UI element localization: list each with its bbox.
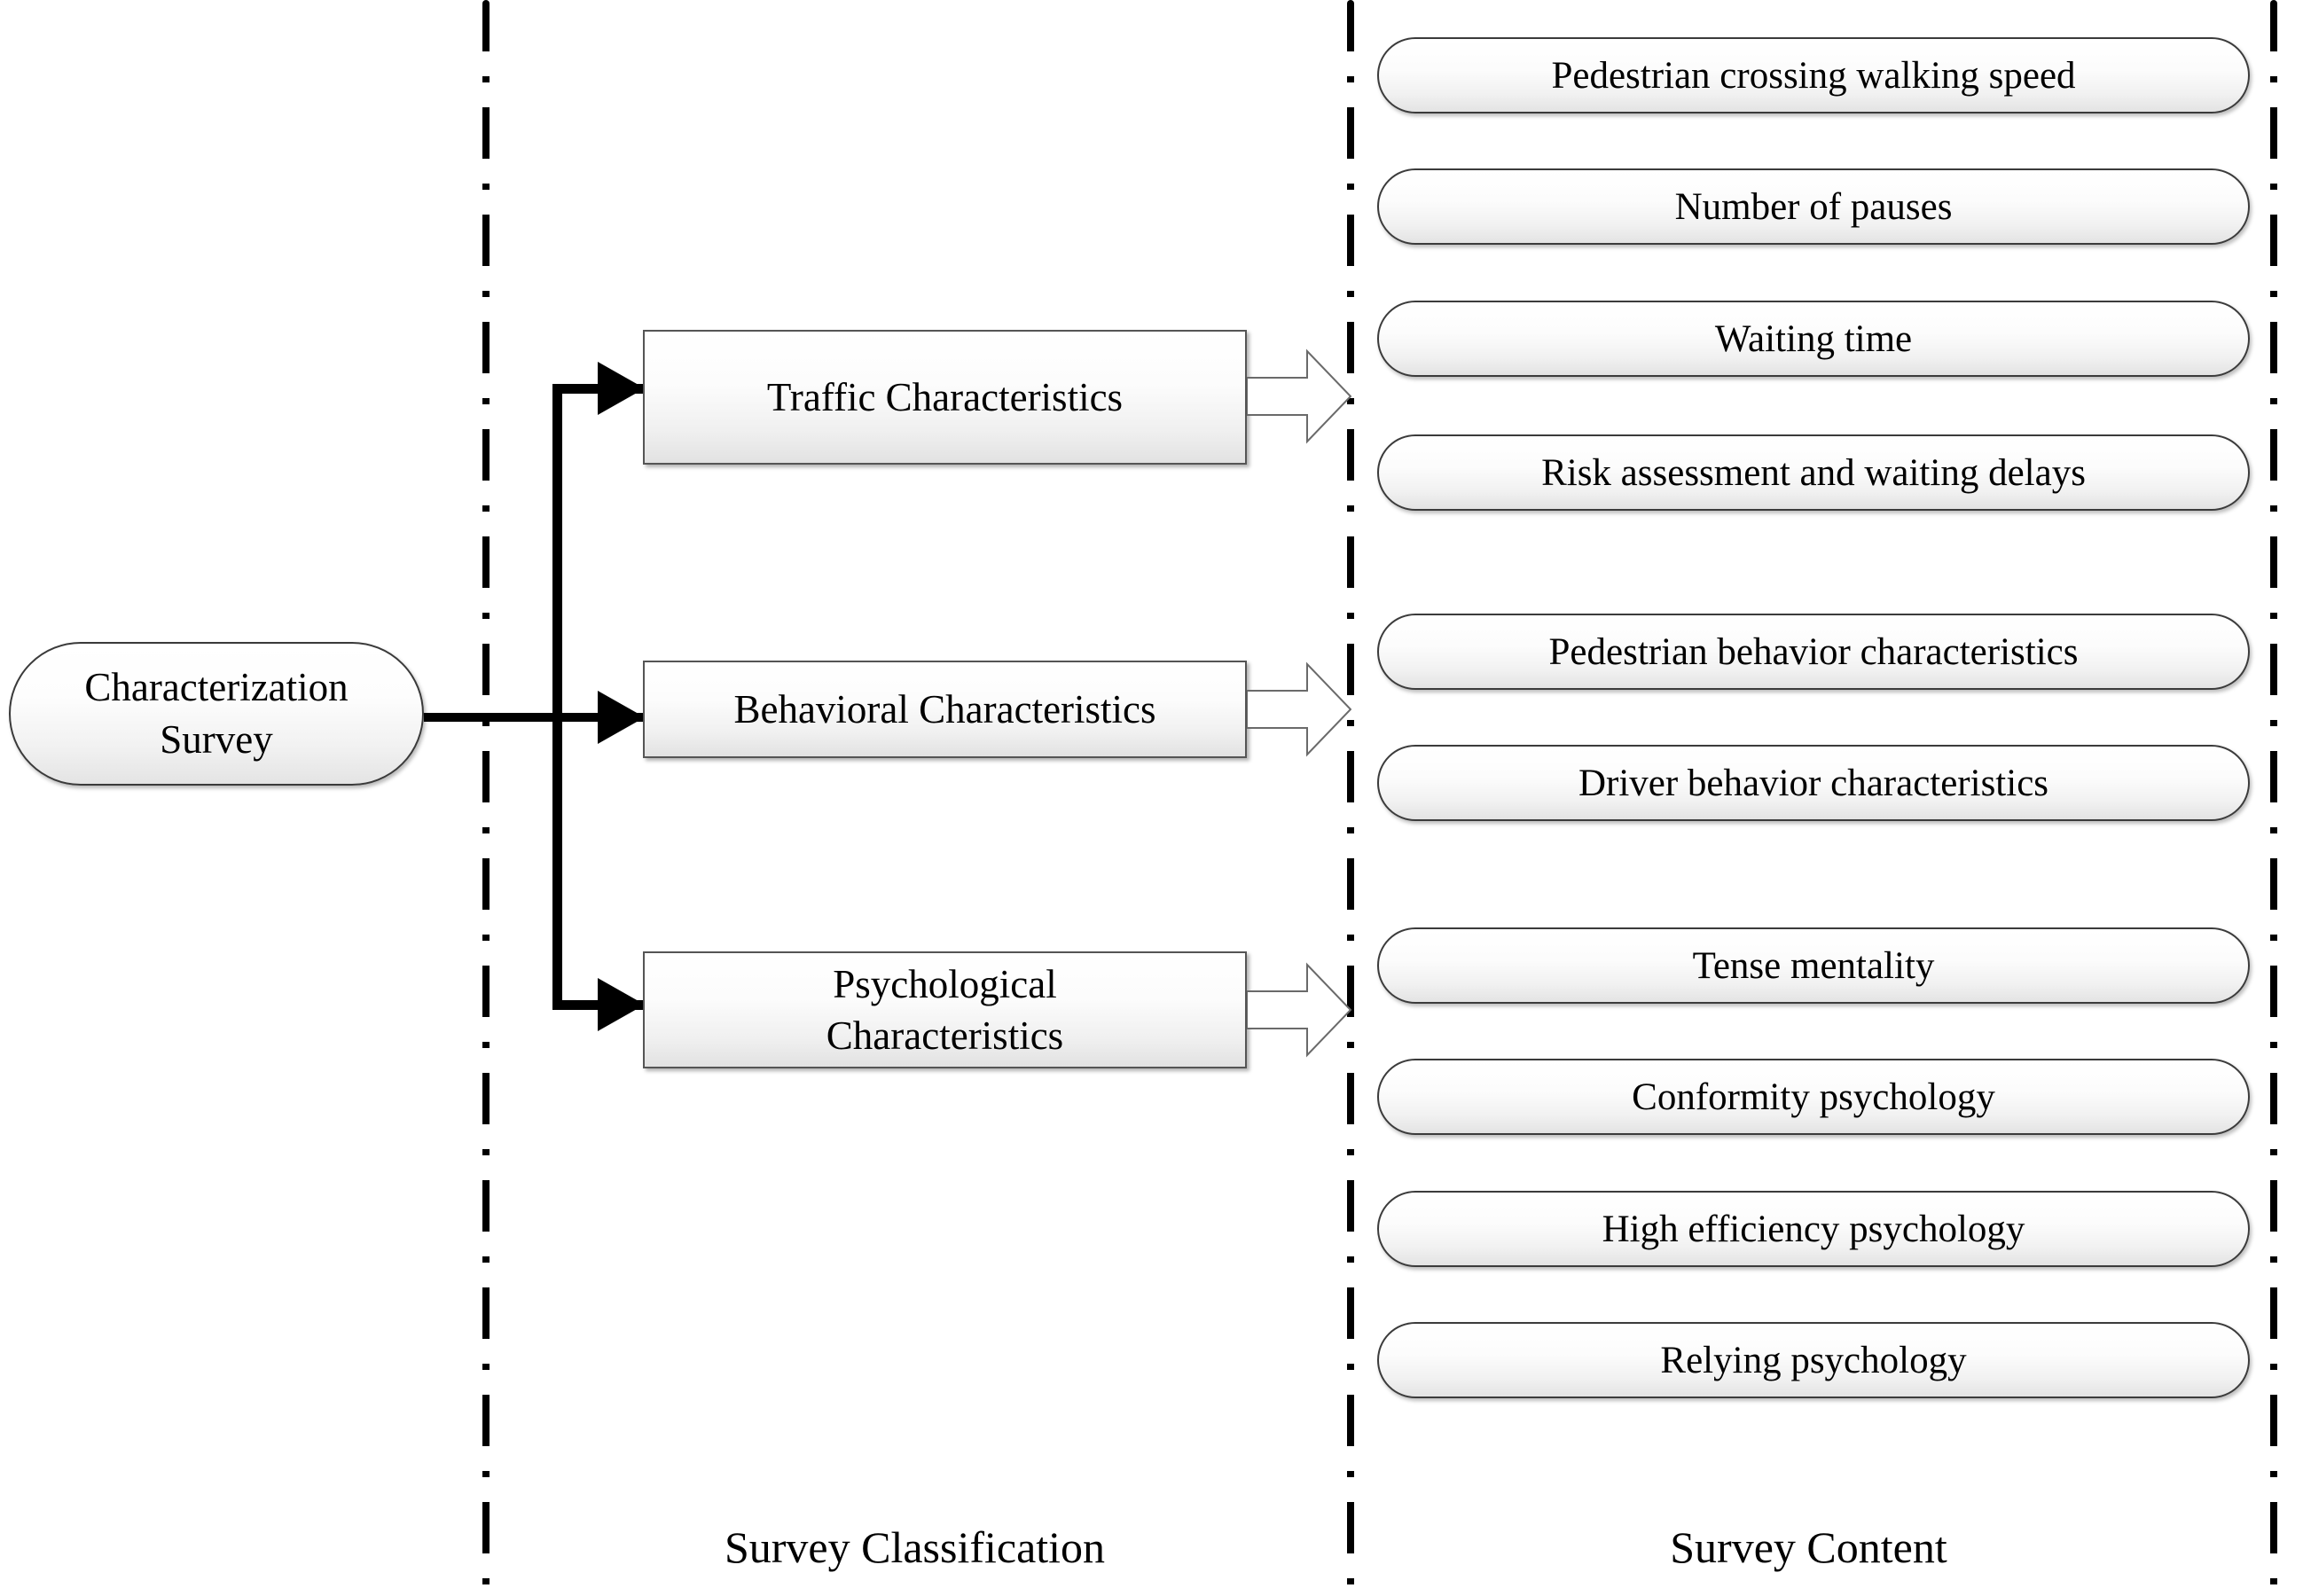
content-pill-label: Conformity psychology xyxy=(1632,1076,1995,1118)
category-box-psychological-label-line2: Characteristics xyxy=(826,1013,1064,1058)
category-box-psychological[interactable]: Psychological Characteristics xyxy=(643,951,1247,1068)
content-pill-label: Risk assessment and waiting delays xyxy=(1541,451,2086,494)
root-node-characterization-survey[interactable]: Characterization Survey xyxy=(9,642,424,786)
content-pill-driver-behavior-characteristics[interactable]: Driver behavior characteristics xyxy=(1377,745,2250,821)
block-arrow-icon-traffic xyxy=(1247,344,1351,449)
connector-stem xyxy=(424,713,561,722)
category-box-psychological-label-line1: Psychological xyxy=(833,961,1057,1006)
category-box-behavioral[interactable]: Behavioral Characteristics xyxy=(643,661,1247,758)
content-pill-label: Driver behavior characteristics xyxy=(1578,762,2049,804)
content-pill-label: Relying psychology xyxy=(1660,1339,1967,1381)
category-box-behavioral-label: Behavioral Characteristics xyxy=(733,686,1156,732)
content-pill-label: Pedestrian crossing walking speed xyxy=(1551,54,2076,97)
root-node-label-line2: Survey xyxy=(160,717,273,762)
content-pill-label: Tense mentality xyxy=(1692,944,1935,987)
content-pill-conformity-psychology[interactable]: Conformity psychology xyxy=(1377,1059,2250,1135)
content-pill-label: High efficiency psychology xyxy=(1602,1208,2025,1250)
arrowhead-icon-traffic xyxy=(598,362,645,415)
column-divider-left xyxy=(482,0,490,1596)
content-pill-number-of-pauses[interactable]: Number of pauses xyxy=(1377,168,2250,245)
column-caption-survey-classification: Survey Classification xyxy=(724,1522,1106,1572)
category-box-psychological-label: Psychological Characteristics xyxy=(826,958,1063,1062)
connector-spine xyxy=(552,384,562,1010)
root-node-label: Characterization Survey xyxy=(84,661,348,767)
column-divider-right xyxy=(1347,0,1354,1596)
block-arrow-icon-behavioral xyxy=(1247,657,1351,762)
content-pill-high-efficiency-psychology[interactable]: High efficiency psychology xyxy=(1377,1191,2250,1267)
content-pill-label: Waiting time xyxy=(1714,317,1913,360)
content-pill-pedestrian-behavior-characteristics[interactable]: Pedestrian behavior characteristics xyxy=(1377,614,2250,690)
column-divider-far-right xyxy=(2270,0,2277,1596)
category-box-traffic[interactable]: Traffic Characteristics xyxy=(643,330,1247,465)
content-pill-risk-assessment-and-waiting-delays[interactable]: Risk assessment and waiting delays xyxy=(1377,434,2250,511)
content-pill-label: Number of pauses xyxy=(1674,185,1953,228)
arrowhead-icon-psychological xyxy=(598,978,645,1031)
block-arrow-icon-psychological xyxy=(1247,958,1351,1062)
arrowhead-icon-behavioral xyxy=(598,691,645,744)
content-pill-pedestrian-crossing-walking-speed[interactable]: Pedestrian crossing walking speed xyxy=(1377,37,2250,113)
content-pill-label: Pedestrian behavior characteristics xyxy=(1548,630,2079,673)
content-pill-tense-mentality[interactable]: Tense mentality xyxy=(1377,927,2250,1004)
content-pill-waiting-time[interactable]: Waiting time xyxy=(1377,301,2250,377)
column-caption-survey-content: Survey Content xyxy=(1670,1522,1947,1572)
root-node-label-line1: Characterization xyxy=(84,664,349,709)
content-pill-relying-psychology[interactable]: Relying psychology xyxy=(1377,1322,2250,1398)
category-box-traffic-label: Traffic Characteristics xyxy=(766,374,1124,419)
